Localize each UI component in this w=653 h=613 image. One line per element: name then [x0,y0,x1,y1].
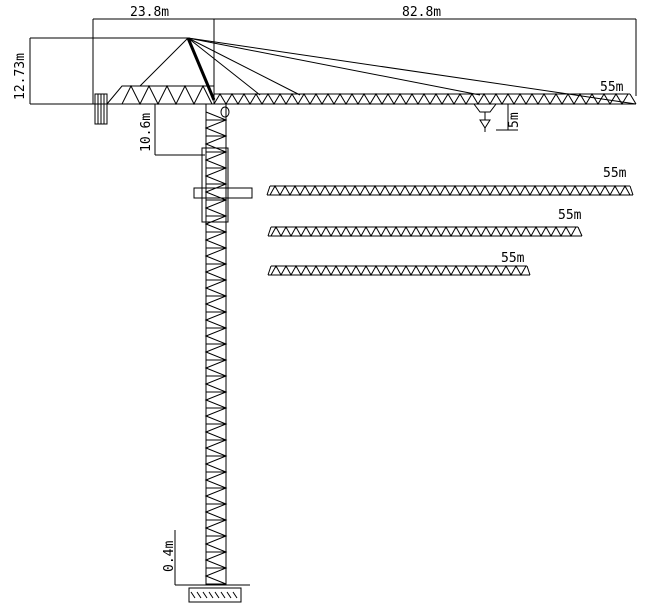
top-dimension-lines [92,18,637,104]
jib-option-3-label: 55m [501,251,525,266]
counterweight [94,93,108,125]
trolley-hook [473,103,518,132]
cat-head [139,37,637,105]
jib-option-2-label: 55m [558,208,582,223]
main-jib-truss [213,93,637,105]
tower-base [174,530,250,603]
hook-drop-label: 5m [507,112,522,128]
jib-option-3 [267,264,531,277]
top-height-label: 12.73m [13,53,28,100]
jib-length-label: 82.8m [402,5,441,20]
counter-jib-length-label: 23.8m [130,5,169,20]
jib-base-offset-label: 10.6m [139,113,154,152]
jib-option-1-label: 55m [603,166,627,181]
main-jib-option-label: 55m [600,80,624,95]
jib-option-1 [266,184,634,197]
counter-jib-truss [106,84,214,106]
top-height-dimension [29,37,188,105]
tower-mast [193,104,253,585]
jib-option-2 [267,225,583,238]
base-offset-label: 0.4m [162,541,177,572]
slewing-ring [220,106,230,118]
jib-base-dimension [154,104,205,156]
